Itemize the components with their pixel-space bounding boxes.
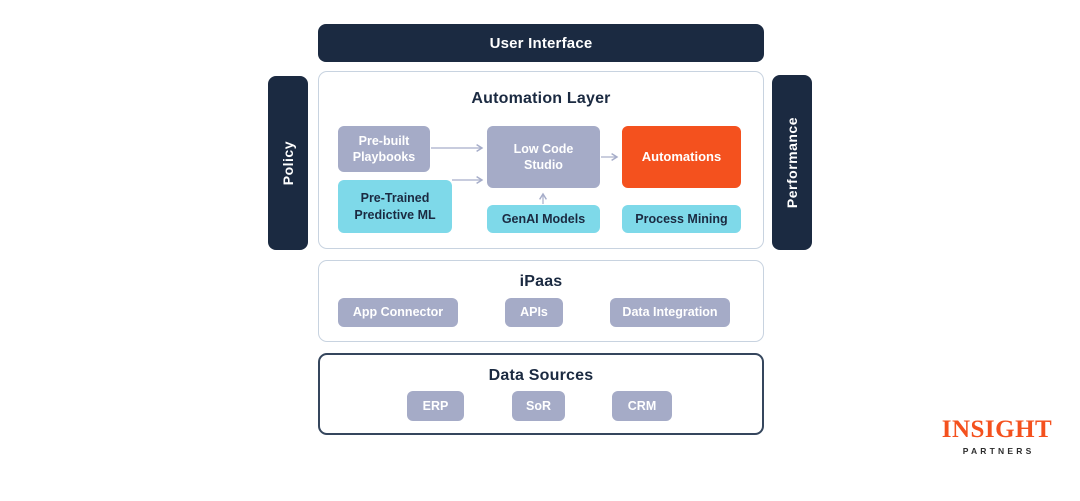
node-crm: CRM	[612, 391, 672, 421]
automations-label: Automations	[641, 148, 722, 164]
process-mining-label: Process Mining	[635, 211, 728, 226]
node-genai-models: GenAI Models	[487, 205, 600, 233]
genai-models-label: GenAI Models	[501, 211, 586, 226]
user-interface-label: User Interface	[489, 34, 593, 52]
prebuilt-playbooks-label: Pre-built Playbooks	[352, 133, 416, 164]
crm-label: CRM	[627, 398, 657, 413]
ipaas-title: iPaas	[519, 273, 563, 290]
low-code-studio-label: Low Code Studio	[513, 141, 574, 172]
apis-label: APIs	[520, 305, 548, 320]
performance-rail: Performance	[772, 75, 812, 250]
node-erp: ERP	[407, 391, 464, 421]
sor-label: SoR	[526, 398, 551, 413]
node-low-code-studio: Low Code Studio	[487, 126, 600, 188]
policy-rail: Policy	[268, 76, 308, 250]
data-integration-label: Data Integration	[622, 305, 718, 320]
app-connector-label: App Connector	[352, 305, 444, 320]
insight-partners-logo: INSIGHT PARTNERS	[941, 417, 1053, 456]
logo-wordmark: INSIGHT	[941, 416, 1053, 443]
data-sources-title: Data Sources	[488, 367, 594, 384]
node-pretrained-predictive-ml: Pre-Trained Predictive ML	[338, 180, 452, 233]
node-data-integration: Data Integration	[610, 298, 730, 327]
pretrained-predictive-ml-label: Pre-Trained Predictive ML	[354, 191, 436, 222]
node-process-mining: Process Mining	[622, 205, 741, 233]
node-prebuilt-playbooks: Pre-built Playbooks	[338, 126, 430, 172]
logo-subtext: PARTNERS	[962, 446, 1035, 456]
policy-label: Policy	[280, 140, 296, 186]
node-automations: Automations	[622, 126, 741, 188]
node-sor: SoR	[512, 391, 565, 421]
performance-label: Performance	[784, 116, 800, 209]
node-apis: APIs	[505, 298, 563, 327]
user-interface-bar: User Interface	[318, 24, 764, 62]
node-app-connector: App Connector	[338, 298, 458, 327]
automation-layer-title: Automation Layer	[471, 90, 611, 107]
erp-label: ERP	[422, 398, 449, 413]
